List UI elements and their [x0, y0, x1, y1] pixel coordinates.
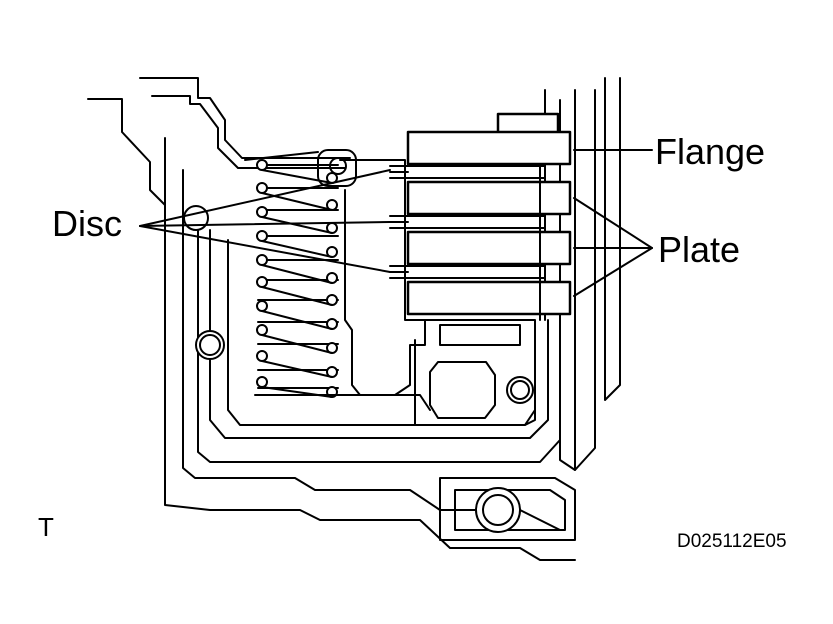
flange-label: Flange — [655, 131, 766, 172]
check-balls — [183, 205, 534, 533]
leader-disc-3 — [139, 225, 391, 273]
plate-2 — [406, 230, 572, 266]
clutch-stack — [406, 112, 572, 316]
discs — [389, 163, 546, 321]
flange — [406, 130, 572, 166]
view-mark: T — [38, 512, 54, 542]
case-housing — [87, 77, 621, 561]
clutch-hub — [414, 319, 536, 426]
leader-plate-3 — [573, 247, 653, 297]
piston — [254, 159, 431, 411]
return-springs — [256, 159, 339, 398]
plate-1 — [406, 180, 572, 216]
plate-3 — [406, 280, 572, 316]
disc-label: Disc — [52, 203, 122, 244]
leader-disc-1 — [139, 169, 391, 227]
plate-label: Plate — [658, 229, 741, 270]
leader-lines — [139, 149, 653, 297]
disc-2 — [389, 215, 546, 229]
disc-1 — [389, 165, 546, 179]
figure-code: D025112E05 — [677, 531, 787, 552]
disc-3 — [389, 265, 546, 279]
leader-plate-1 — [573, 197, 653, 249]
leader-disc-2 — [139, 221, 391, 227]
